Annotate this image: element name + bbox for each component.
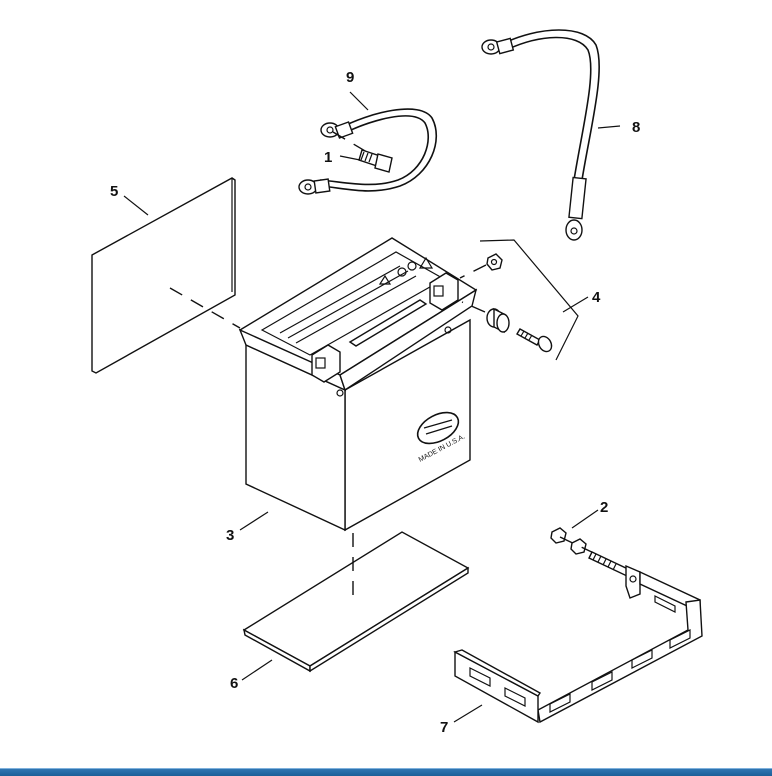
window-bottom-edge [0, 768, 772, 776]
terminal-hardware-part-4 [459, 239, 579, 361]
side-pad-part-5 [91, 177, 241, 374]
callout-2: 2 [600, 499, 608, 516]
callout-7: 7 [440, 719, 448, 736]
callout-1: 1 [324, 149, 332, 166]
callout-8: 8 [632, 119, 640, 136]
bolt-part-1 [332, 131, 393, 173]
callout-4: 4 [592, 289, 601, 306]
hold-down-strap-part-7 [453, 564, 703, 724]
callout-numbers: 1 2 3 4 5 6 7 8 9 [110, 69, 640, 736]
callout-3: 3 [226, 527, 234, 544]
callout-5: 5 [110, 183, 118, 200]
callout-6: 6 [230, 675, 238, 692]
battery-part-3: MADE IN U.S.A. [238, 237, 478, 532]
callout-9: 9 [346, 69, 354, 86]
long-cable-part-8 [481, 29, 600, 241]
short-cable-part-9 [298, 108, 437, 195]
hardware-part-2 [550, 527, 631, 577]
leader-lines [123, 91, 621, 723]
bottom-pad-part-6 [242, 531, 470, 673]
